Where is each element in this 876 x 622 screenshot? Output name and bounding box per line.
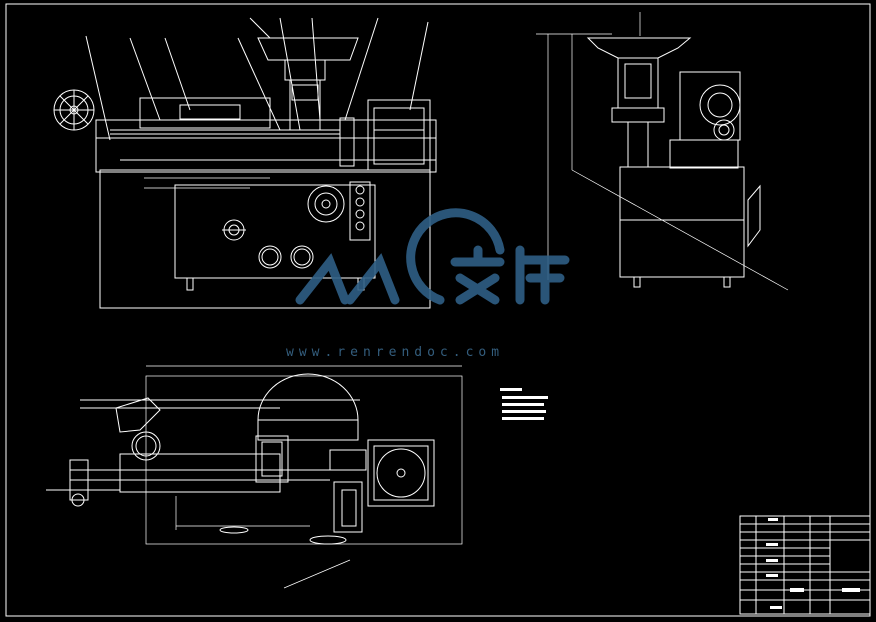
title-block: [739, 515, 871, 615]
handwheel-icon: [53, 89, 95, 131]
drawing-border: [5, 3, 871, 617]
cutting-wheel-icon: [699, 84, 741, 141]
top-view: [46, 365, 463, 589]
watermark-url: www.renrendoc.com: [286, 345, 505, 360]
control-panel-icon: [349, 181, 371, 241]
gear-icon: [307, 185, 345, 223]
watermark-logo: [295, 208, 570, 305]
title-block-marks: [766, 518, 860, 609]
front-view: [53, 17, 437, 309]
technical-notes: [500, 388, 548, 420]
hopper-icon: [586, 37, 692, 109]
side-view: [536, 12, 789, 291]
